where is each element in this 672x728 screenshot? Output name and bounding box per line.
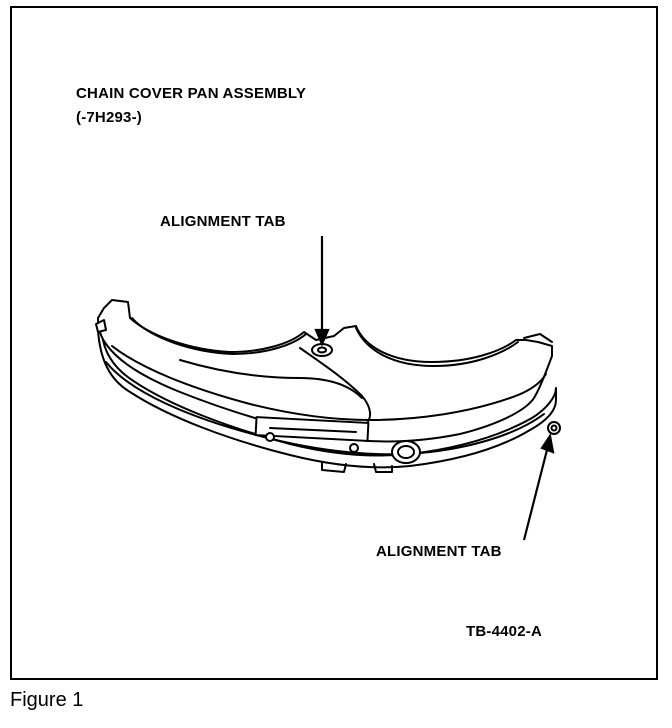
- round-boss: [391, 440, 421, 464]
- figure-caption: Figure 1: [10, 689, 84, 711]
- right-cutout-edge: [355, 327, 519, 367]
- right-alignment-tab-inner: [550, 424, 558, 432]
- right-end-lip: [523, 333, 553, 343]
- lower-lip-2: [429, 413, 545, 453]
- bracket-divider: [269, 427, 357, 433]
- middle-ridge: [179, 359, 363, 399]
- left-end-tab: [95, 319, 107, 333]
- middle-face: [299, 347, 372, 425]
- callout-line-bottom: [522, 445, 550, 541]
- inner-wall-right: [369, 373, 547, 421]
- bottom-tab: [321, 461, 347, 473]
- reference-code: TB-4402-A: [466, 623, 542, 640]
- bracket-bolt-right: [349, 443, 359, 453]
- left-cutout-edge: [131, 317, 307, 355]
- alignment-tab-label-top: ALIGNMENT TAB: [160, 213, 286, 230]
- right-alignment-tab: [547, 421, 561, 435]
- part-number: (-7H293-): [76, 109, 142, 126]
- inner-wall-left: [111, 345, 371, 421]
- assembly-title: CHAIN COVER PAN ASSEMBLY: [76, 85, 307, 102]
- alignment-tab-label-bottom: ALIGNMENT TAB: [376, 543, 502, 560]
- round-boss-inner: [397, 445, 415, 459]
- pan-outer-shell: [97, 329, 557, 469]
- pan-top-rim: [97, 299, 553, 443]
- top-alignment-tab-inner: [317, 346, 327, 354]
- callout-arrowhead-top: [314, 328, 330, 347]
- bottom-tab-2: [373, 463, 393, 473]
- bracket-bolt-left: [265, 432, 275, 442]
- callout-arrowhead-bottom: [540, 433, 555, 454]
